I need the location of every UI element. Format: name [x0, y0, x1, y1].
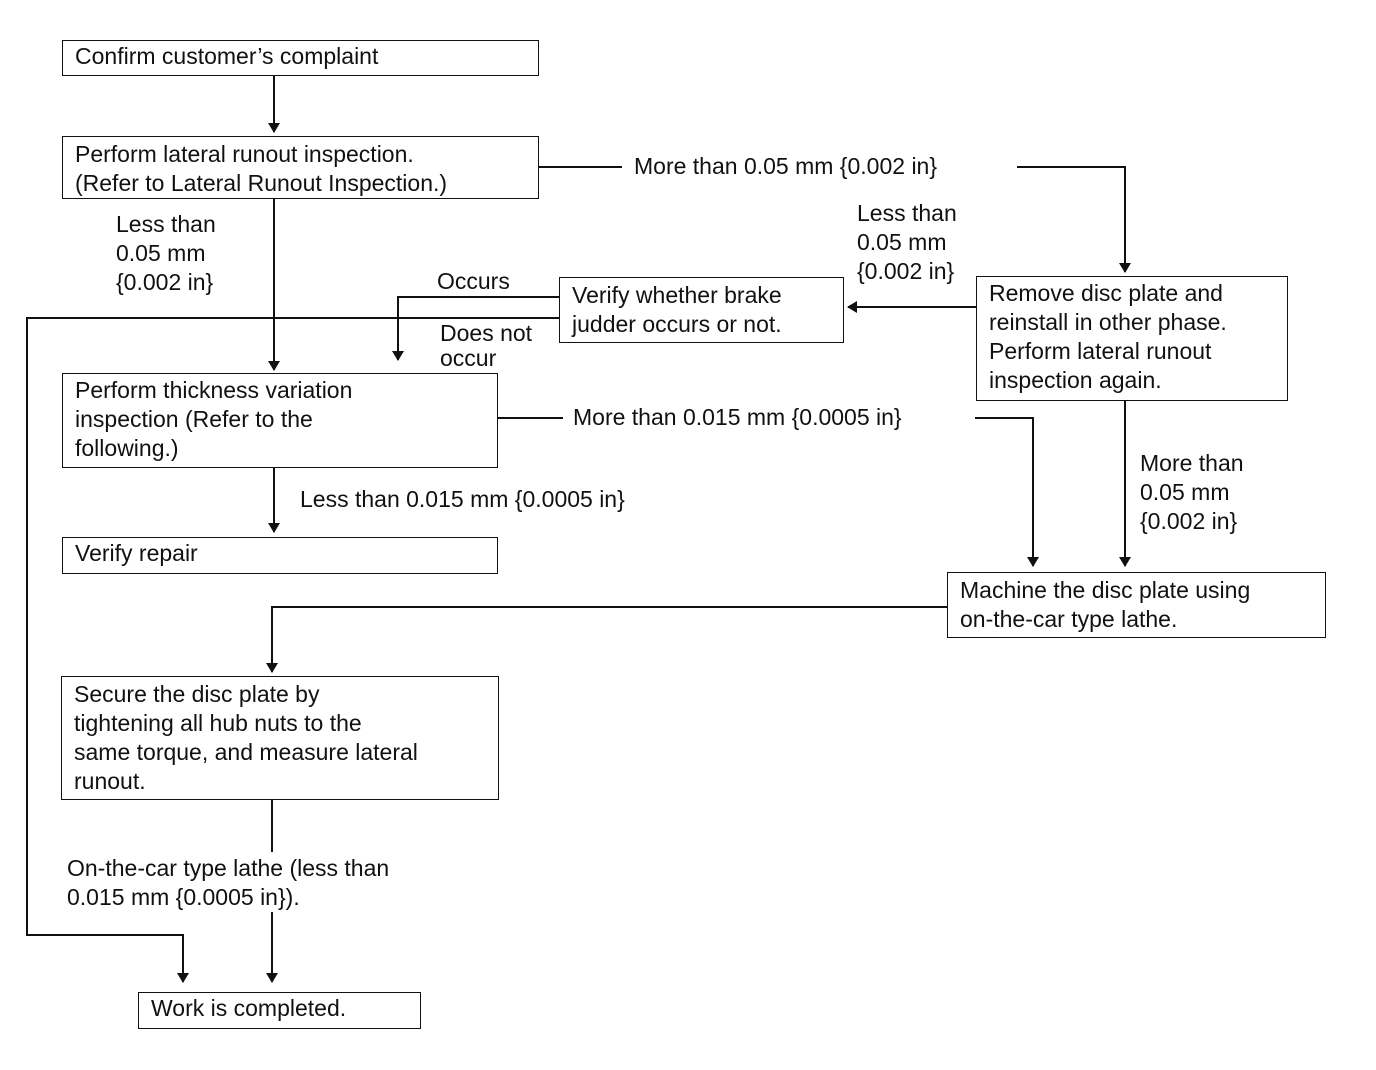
- box-text: same torque, and measure lateral: [74, 739, 418, 765]
- box-text: reinstall in other phase.: [989, 309, 1227, 335]
- label-less-than-005-left: Less than 0.05 mm {0.002 in}: [116, 210, 216, 297]
- box-text: Perform lateral runout inspection.: [75, 141, 414, 167]
- box-remove-disc-plate: Remove disc plate and reinstall in other…: [976, 276, 1288, 401]
- label-line: On-the-car type lathe (less than: [67, 855, 390, 881]
- box-text: on-the-car type lathe.: [960, 606, 1178, 632]
- box-text: inspection (Refer to the: [75, 406, 313, 432]
- label-line: Does not: [440, 320, 533, 346]
- label-line: More than: [1140, 450, 1244, 476]
- box-text: Work is completed.: [151, 995, 347, 1021]
- box-text: tightening all hub nuts to the: [74, 710, 362, 736]
- box-text: Remove disc plate and: [989, 280, 1223, 306]
- box-verify-repair: Verify repair: [62, 537, 498, 574]
- box-machine-disc-plate: Machine the disc plate using on-the-car …: [947, 572, 1326, 638]
- box-thickness-variation: Perform thickness variation inspection (…: [62, 373, 498, 468]
- arrow-machine-to-secure: [266, 606, 947, 673]
- arrow-occurs-to-completed: [26, 317, 560, 983]
- label-line: occur: [440, 345, 497, 371]
- box-text: Verify repair: [75, 540, 198, 566]
- label-line: 0.05 mm: [116, 240, 206, 266]
- box-text: Perform lateral runout: [989, 338, 1212, 364]
- box-lateral-runout: Perform lateral runout inspection. (Refe…: [62, 136, 539, 199]
- box-text: Verify whether brake: [572, 282, 782, 308]
- box-text: judder occurs or not.: [572, 311, 782, 337]
- label-more-than-0015: More than 0.015 mm {0.0005 in}: [573, 404, 902, 430]
- box-text: Perform thickness variation: [75, 377, 353, 403]
- label-does-not-occur: Does not occur: [440, 319, 533, 371]
- label-less-than-0015: Less than 0.015 mm {0.0005 in}: [300, 486, 625, 512]
- label-more-than-005-right: More than 0.05 mm {0.002 in}: [1140, 449, 1244, 536]
- box-text: Machine the disc plate using: [960, 577, 1251, 603]
- label-more-than-005-top: More than 0.05 mm {0.002 in}: [634, 153, 938, 179]
- box-text: inspection again.: [989, 367, 1162, 393]
- box-text: (Refer to Lateral Runout Inspection.): [75, 170, 448, 196]
- box-confirm-complaint: Confirm customer’s complaint: [62, 40, 539, 76]
- box-secure-disc-plate: Secure the disc plate by tightening all …: [61, 676, 499, 800]
- box-text: following.): [75, 435, 179, 461]
- label-line: Less than: [116, 211, 216, 237]
- label-line: Less than: [857, 200, 957, 226]
- box-text: Secure the disc plate by: [74, 681, 320, 707]
- label-lathe-note: On-the-car type lathe (less than 0.015 m…: [67, 854, 390, 912]
- label-line: 0.05 mm: [857, 229, 947, 255]
- box-work-completed: Work is completed.: [138, 992, 421, 1029]
- box-text: Confirm customer’s complaint: [75, 43, 379, 69]
- label-less-than-005-right: Less than 0.05 mm {0.002 in}: [857, 199, 957, 286]
- label-line: 0.015 mm {0.0005 in}).: [67, 884, 300, 910]
- label-line: {0.002 in}: [116, 269, 214, 295]
- arrow-more-label-to-remove: [1017, 166, 1131, 273]
- label-occurs: Occurs: [437, 268, 510, 294]
- label-line: {0.002 in}: [857, 258, 955, 284]
- label-line: {0.002 in}: [1140, 508, 1238, 534]
- box-verify-judder: Verify whether brake judder occurs or no…: [559, 277, 844, 343]
- arrow-more-0015-to-machine: [975, 417, 1039, 567]
- label-line: 0.05 mm: [1140, 479, 1230, 505]
- box-text: runout.: [74, 768, 146, 794]
- arrow-verify-to-thickness: [392, 296, 560, 361]
